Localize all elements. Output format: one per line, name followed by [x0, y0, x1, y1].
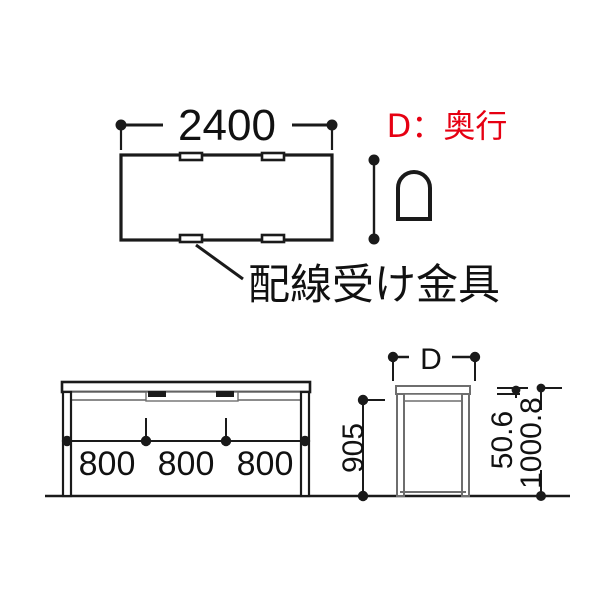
front-segment-dimension-2: 800 [237, 445, 294, 483]
plan-width-dimension-text: 2400 [178, 101, 276, 150]
bracket-mark-top-left [178, 151, 204, 162]
side-tabletop-slab [395, 385, 471, 395]
front-segment-dimension-1: 800 [158, 445, 215, 483]
front-bracket-left [148, 391, 166, 397]
plan-width-dimension [115, 119, 338, 150]
plan-bracket-marks [178, 151, 286, 244]
front-dim-dot-3 [299, 435, 311, 447]
depth-legend-note: D：奥行 [387, 107, 508, 145]
plan-view-group [115, 119, 432, 281]
side-leg-right [461, 393, 470, 497]
side-right-dimensions [497, 383, 562, 501]
side-view-group [357, 351, 562, 502]
front-segment-dimension-0: 800 [79, 445, 136, 483]
d-profile-shape-icon [396, 170, 432, 221]
front-wiring-tray [145, 391, 239, 402]
side-depth-dimension [387, 351, 481, 381]
bracket-mark-bottom-right [260, 233, 286, 244]
bracket-mark-top-right [260, 151, 286, 162]
height-dim-dot-bottom [357, 490, 369, 502]
side-under-rail [397, 393, 469, 402]
side-leg-left [396, 393, 405, 497]
side-depth-dimension-text: D [420, 343, 442, 376]
side-total-height-dimension-text: 1000.8 [515, 397, 548, 489]
side-height-dimension-text: 905 [337, 423, 370, 473]
front-bracket-right [216, 391, 234, 397]
bracket-mark-bottom-left [178, 233, 204, 244]
depth-profile-indicator [368, 154, 432, 245]
front-segment-dimension-chain [61, 418, 311, 447]
plan-tabletop-outline [119, 153, 334, 242]
side-height-dimension [357, 394, 385, 502]
front-view-group [60, 380, 312, 498]
total-height-dot-bottom [536, 491, 546, 501]
callout-leader-line [195, 243, 244, 281]
side-top-offset-dimension-text: 50.6 [486, 411, 519, 469]
front-dim-dot-0 [61, 435, 73, 447]
front-tabletop-slab [60, 380, 312, 394]
wiring-bracket-callout-label: 配線受け金具 [248, 260, 500, 309]
